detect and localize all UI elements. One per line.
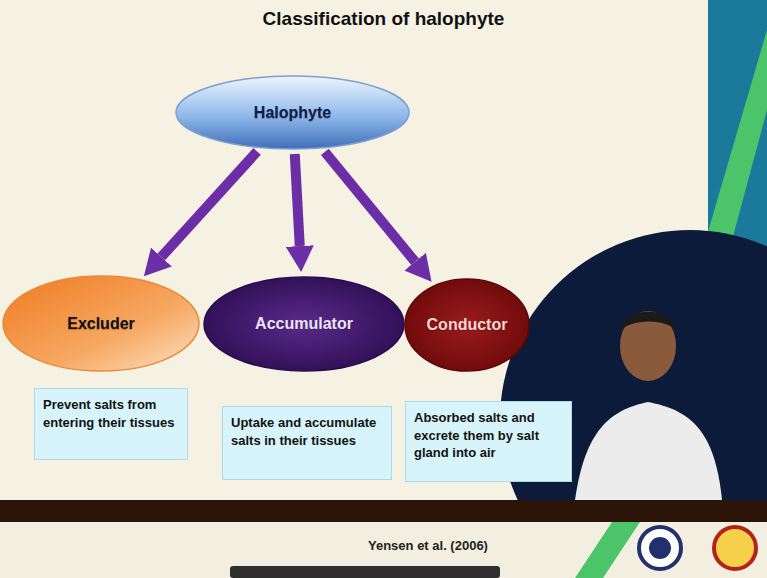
arrow-connector <box>161 151 257 256</box>
description-box: Uptake and accumulate salts in their tis… <box>222 406 392 480</box>
slide-title: Classification of halophyte <box>0 8 767 30</box>
description-text: Uptake and accumulate salts in their tis… <box>231 414 383 449</box>
citation: Yensen et al. (2006) <box>368 538 488 553</box>
program-logo <box>714 527 756 569</box>
root-ellipse: Halophyte <box>175 75 410 150</box>
ellipse-fill <box>3 276 199 371</box>
node-label: Accumulator <box>255 314 353 333</box>
institute-logo <box>639 527 681 569</box>
class-ellipse: Conductor <box>404 278 530 372</box>
text-group: Prevent salts from entering their tissue… <box>43 396 179 431</box>
footer-strip <box>0 522 767 578</box>
description-box: Absorbed salts and excrete them by salt … <box>405 401 572 482</box>
text-group: Uptake and accumulate salts in their tis… <box>231 414 383 449</box>
class-ellipse: Excluder <box>2 275 200 372</box>
node-label: Excluder <box>67 314 135 333</box>
toolbar <box>230 566 500 578</box>
description-text: Absorbed salts and excrete them by salt … <box>414 409 563 462</box>
ellipse-fill <box>176 76 409 149</box>
node-label: Halophyte <box>254 103 331 122</box>
text-group: Accumulator <box>255 314 353 333</box>
footer-stripe <box>575 522 640 578</box>
presenter-hair <box>620 312 676 332</box>
class-ellipse: Accumulator <box>203 276 405 372</box>
description-box: Prevent salts from entering their tissue… <box>34 388 188 460</box>
presenter-head <box>620 311 676 381</box>
description-text: Prevent salts from entering their tissue… <box>43 396 179 431</box>
arrow-connector <box>295 154 300 246</box>
node-label: Conductor <box>427 315 508 334</box>
text-group: Halophyte <box>254 103 331 122</box>
text-group: Excluder <box>67 314 135 333</box>
presenter-shirt <box>575 402 722 500</box>
bottom-bar <box>0 500 767 522</box>
ellipse-fill <box>405 279 529 371</box>
text-group: Conductor <box>427 315 508 334</box>
arrow-connector <box>325 152 415 262</box>
ellipse-fill <box>204 277 404 371</box>
institute-logo-core <box>649 537 671 559</box>
text-group: Absorbed salts and excrete them by salt … <box>414 409 563 462</box>
